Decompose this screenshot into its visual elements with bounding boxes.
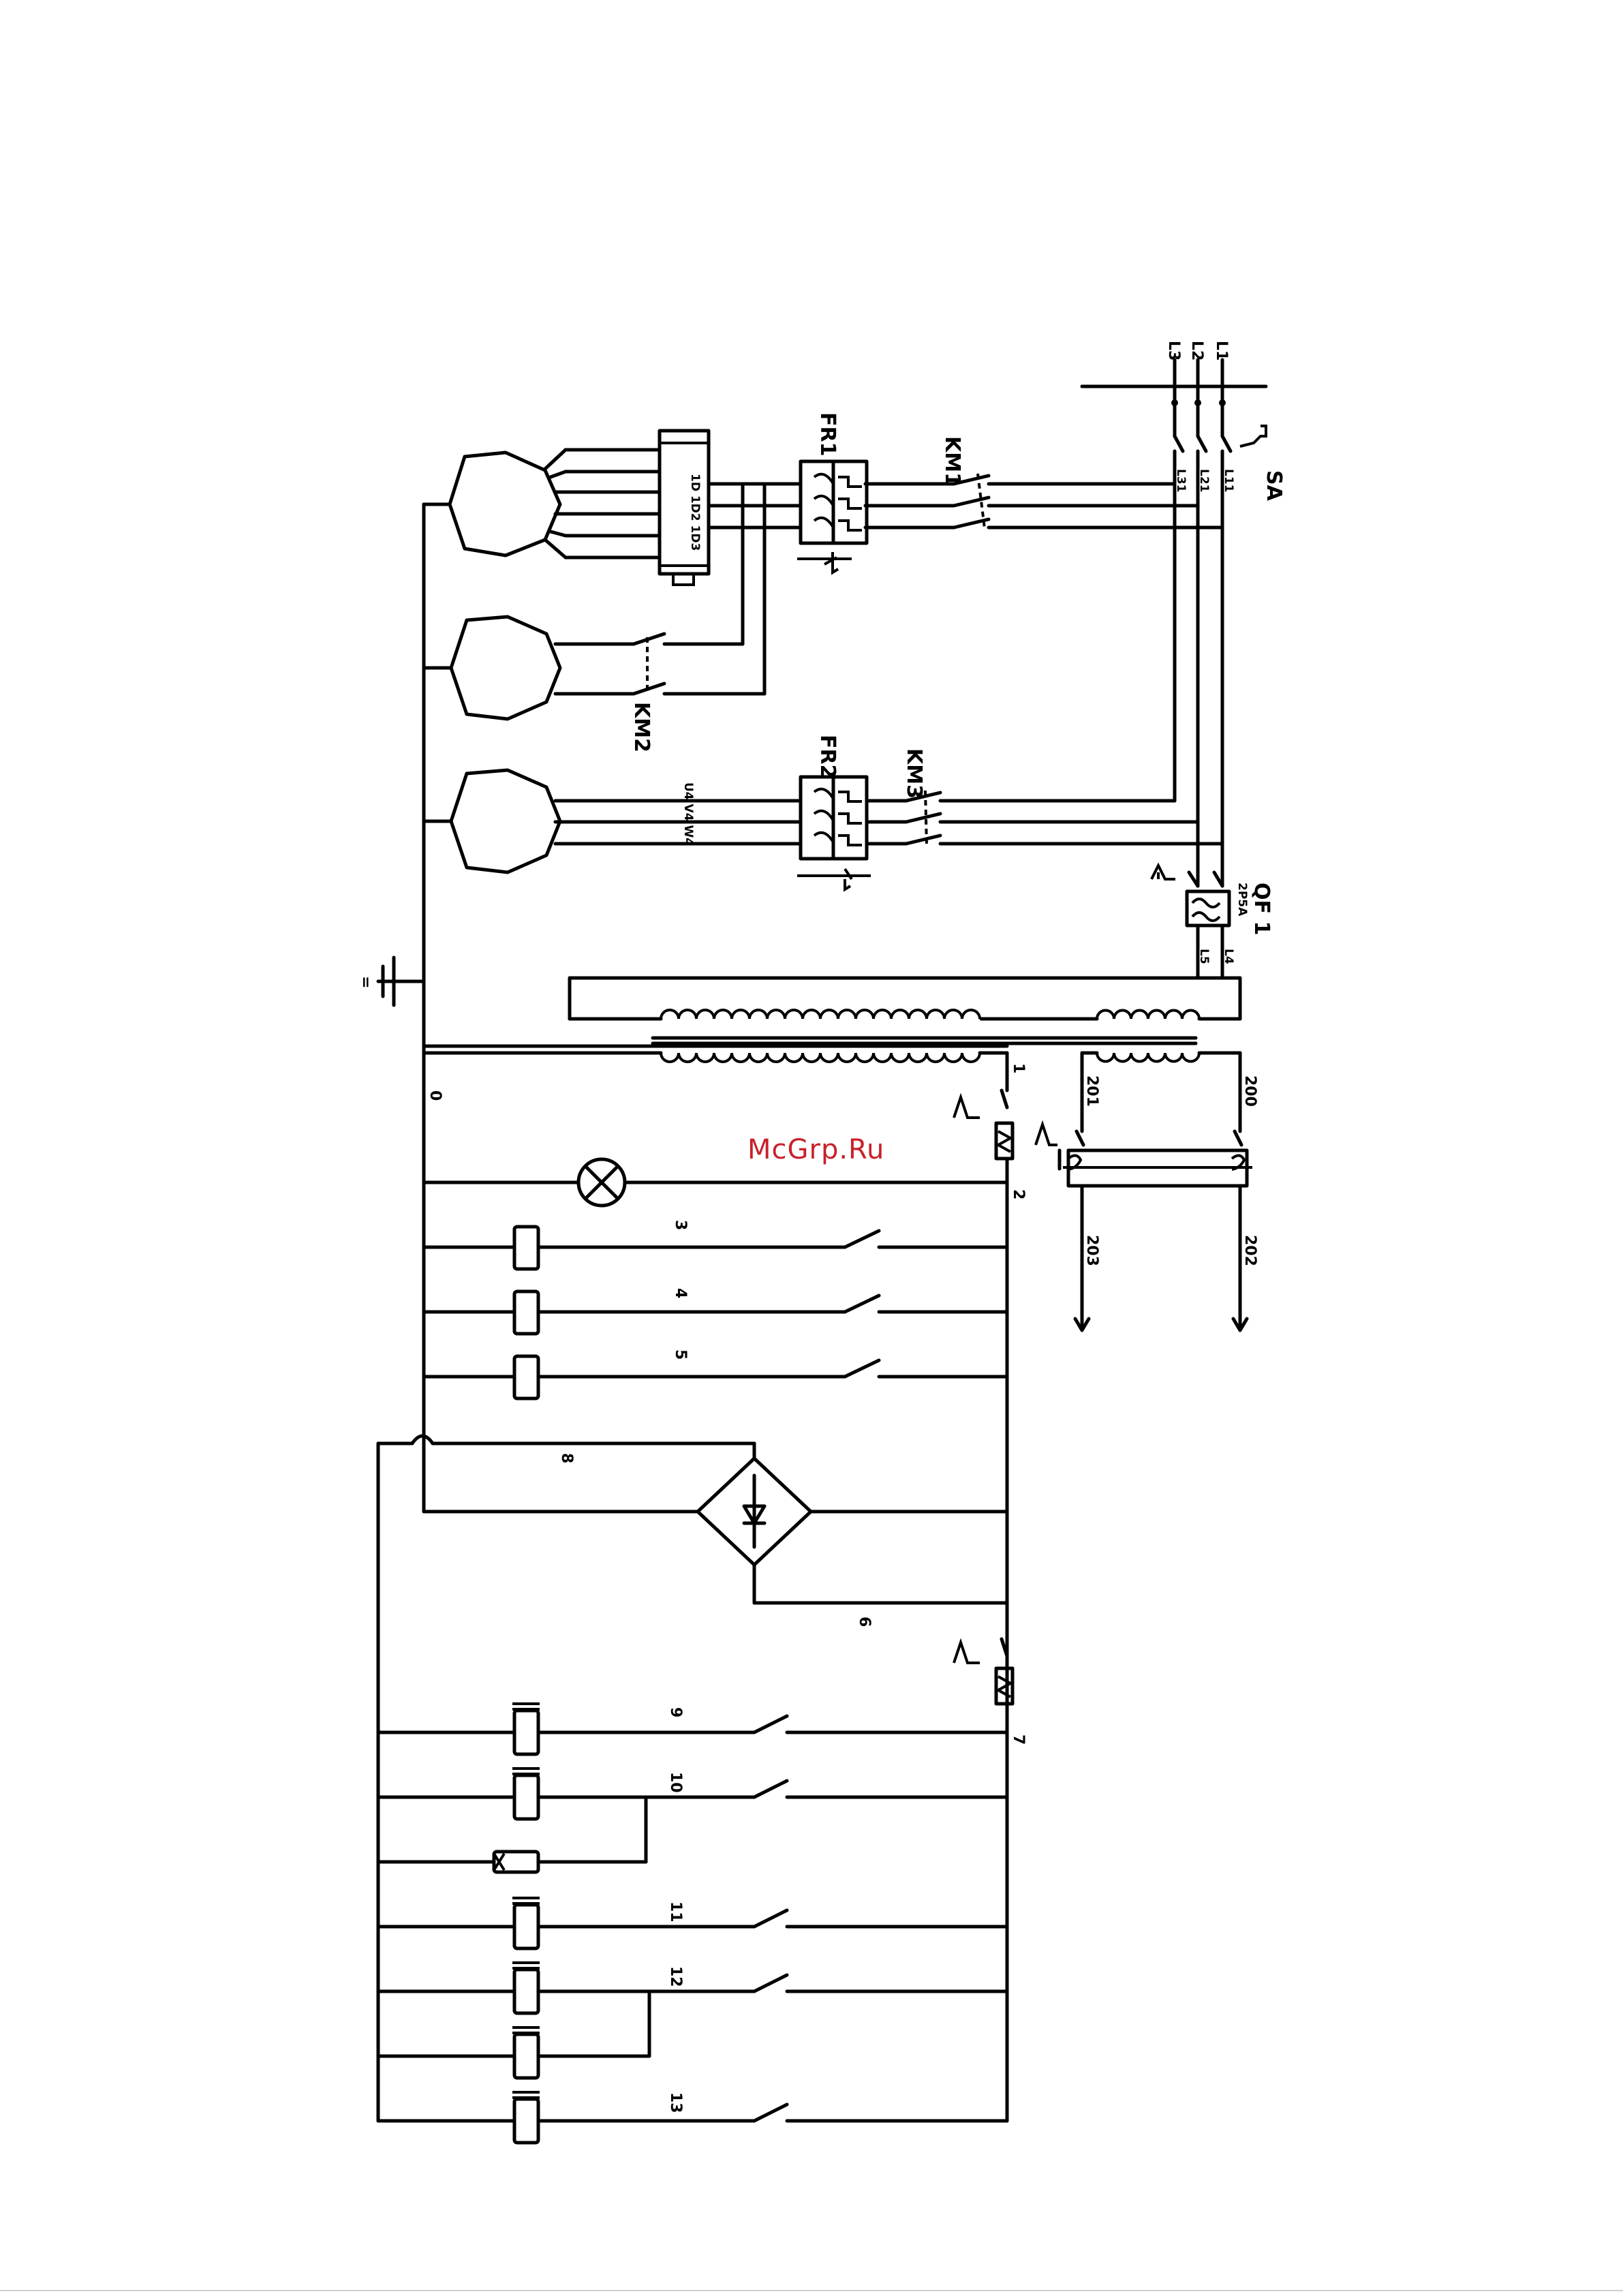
m3-terminal-labels: U4 V4 W4	[681, 782, 695, 846]
label-wire-8: 8	[558, 1453, 575, 1463]
control-fuse-1	[954, 1090, 1013, 2121]
dc-rung-10	[378, 1769, 1007, 1862]
sa-main-switch	[1175, 426, 1266, 886]
label-l21: L21	[1197, 469, 1211, 493]
label-wire-6: 6	[856, 1617, 873, 1627]
dc-brake-coil	[378, 1852, 646, 1872]
label-l2: L2	[1188, 341, 1205, 361]
label-wire-201: 201	[1083, 1075, 1100, 1107]
label-km1: KM1	[940, 436, 964, 487]
label-wire-202: 202	[1241, 1235, 1258, 1266]
watermark: McGrp.Ru	[747, 1134, 884, 1165]
fr1-thermal-relay	[797, 461, 867, 572]
dc-rung-12	[378, 1963, 1007, 2056]
m1-terminal-block: 1D 1D2 1D3	[660, 431, 801, 585]
label-wire-0: 0	[427, 1090, 444, 1101]
label-l4: L4	[1222, 949, 1235, 964]
label-wire-4: 4	[672, 1288, 689, 1298]
label-wire-3: 3	[672, 1220, 689, 1230]
fr2-thermal-relay	[797, 777, 871, 889]
signal-lamp	[424, 1159, 1007, 1206]
common-bus-0	[378, 504, 1007, 1512]
label-l1: L1	[1213, 341, 1230, 361]
motor-1	[424, 450, 660, 557]
m1-terminal-labels: 1D 1D2 1D3	[688, 474, 702, 551]
relay-rung-5	[424, 1356, 1007, 1398]
control-fuse-2	[954, 1603, 1013, 2121]
dc-rung-13	[378, 2092, 1007, 2143]
label-wire-7: 7	[1010, 1734, 1027, 1745]
label-km3: KM3	[902, 748, 926, 799]
km3-branch	[867, 791, 1222, 845]
relay-rung-3	[424, 1227, 1007, 1269]
label-l31: L31	[1174, 469, 1188, 493]
motor-3	[424, 770, 801, 872]
label-wire-1: 1	[1010, 1063, 1027, 1073]
dc-rung-12b	[378, 2027, 649, 2078]
lighting-output-circuit	[1036, 1124, 1252, 1330]
page-bottom-border	[0, 2290, 1623, 2291]
label-qf1: QF 1	[1250, 883, 1273, 935]
label-wire-11: 11	[667, 1901, 684, 1923]
label-wire-9: 9	[667, 1707, 684, 1717]
label-sa: SA	[1262, 470, 1286, 502]
ground-symbol: =	[357, 976, 374, 988]
label-wire-2: 2	[1010, 1189, 1027, 1199]
label-l11: L11	[1222, 469, 1235, 493]
label-wire-13: 13	[667, 2092, 684, 2113]
label-wire-5: 5	[672, 1349, 689, 1360]
label-wire-203: 203	[1083, 1235, 1100, 1266]
dc-rung-9	[378, 1704, 1007, 1754]
control-transformer	[424, 978, 1240, 1131]
label-fr1: FR1	[816, 412, 839, 456]
dc-rung-11	[378, 1898, 1007, 1948]
label-l5: L5	[1197, 949, 1211, 964]
label-qf1-rating: 2P5A	[1235, 883, 1249, 917]
km1-branch	[865, 474, 1222, 528]
label-wire-200: 200	[1241, 1075, 1258, 1107]
label-l3: L3	[1165, 341, 1182, 361]
motor-2	[424, 617, 560, 719]
supply-inputs	[1082, 360, 1266, 436]
label-km2: KM2	[630, 702, 653, 752]
label-fr2: FR2	[816, 735, 839, 778]
qf1-breaker	[1151, 866, 1229, 978]
rectifier-bridge	[378, 1436, 1007, 1603]
relay-rung-4	[424, 1291, 1007, 1334]
label-wire-12: 12	[667, 1966, 684, 1987]
label-wire-10: 10	[667, 1772, 684, 1793]
